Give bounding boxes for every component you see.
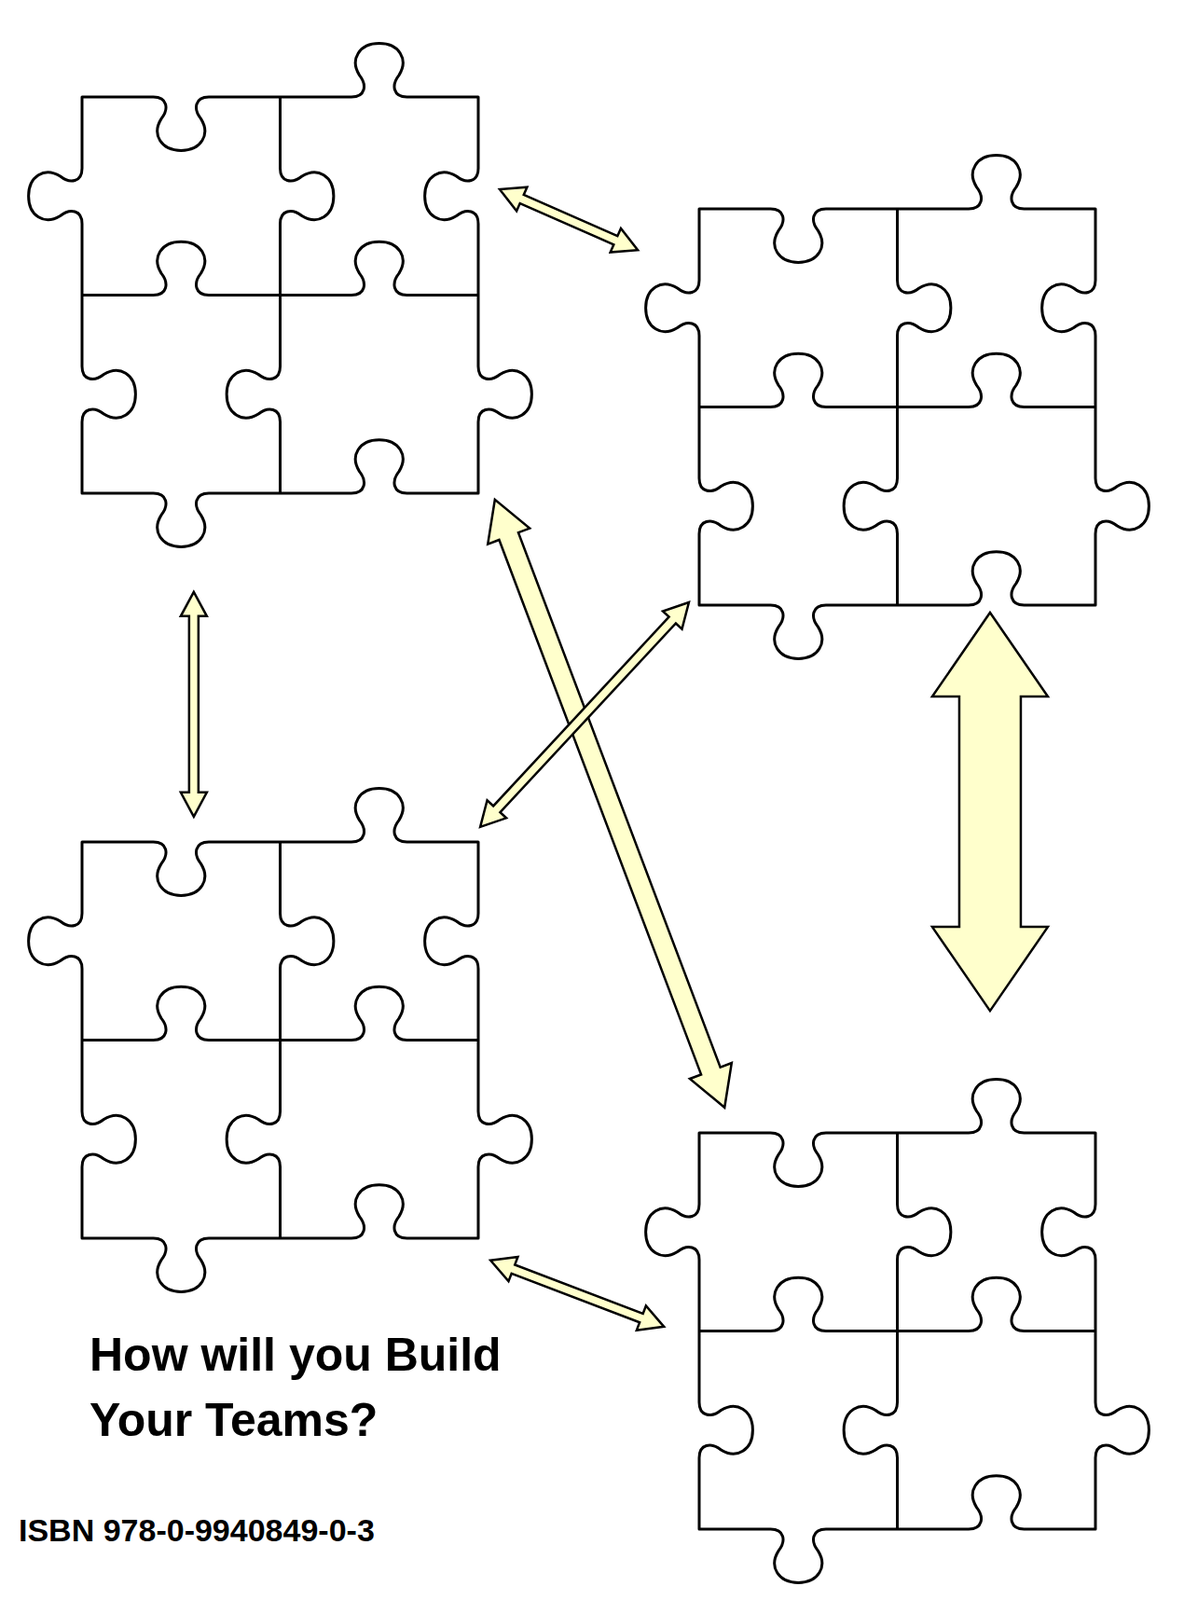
isbn-label: ISBN 978-0-9940849-0-3 (18, 1512, 375, 1549)
puzzle-seam (699, 1277, 898, 1331)
puzzle-seam (897, 1277, 1097, 1331)
puzzle-team (82, 96, 479, 494)
puzzle-outline (646, 155, 1150, 660)
puzzle-outline (28, 788, 533, 1293)
puzzle-seam (897, 208, 951, 408)
puzzle-seam (280, 841, 334, 1041)
puzzle-pieces (82, 841, 479, 1239)
puzzle-pieces (699, 1132, 1096, 1529)
puzzle-team (699, 1132, 1096, 1529)
puzzle-outline (646, 1079, 1150, 1584)
block-arrow (480, 602, 689, 827)
title-text: How will you Build Your Teams? (89, 1321, 556, 1453)
block-arrow (499, 187, 638, 253)
block-arrow (490, 1256, 664, 1331)
puzzle-team (82, 841, 479, 1239)
puzzle-seam (280, 986, 480, 1040)
block-arrow (932, 612, 1048, 1011)
puzzle-seam (843, 1331, 897, 1530)
puzzle-outline (28, 43, 533, 548)
puzzle-seam (897, 1132, 951, 1332)
puzzle-seam (699, 353, 898, 407)
puzzle-seam (897, 353, 1097, 407)
puzzle-seam (82, 241, 281, 295)
block-arrow (180, 592, 207, 817)
puzzle-pieces (699, 208, 1096, 606)
puzzle-team (699, 208, 1096, 606)
puzzle-seam (843, 407, 897, 606)
block-arrow (487, 499, 732, 1108)
puzzle-seam (226, 295, 280, 495)
puzzle-seam (280, 241, 480, 295)
puzzle-seam (280, 96, 334, 296)
puzzle-pieces (82, 96, 479, 494)
puzzle-seam (82, 986, 281, 1040)
puzzle-seam (226, 1040, 280, 1240)
